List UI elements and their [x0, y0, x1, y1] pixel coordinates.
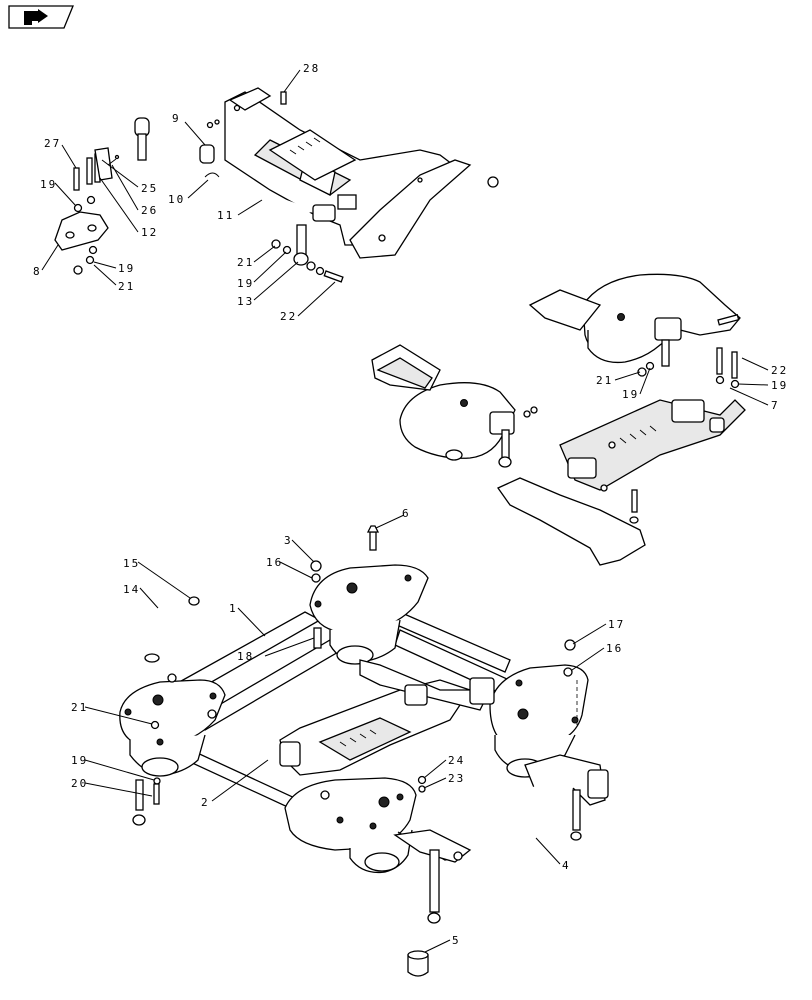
- callout-16: 16: [606, 642, 623, 655]
- callout-22: 22: [280, 310, 297, 323]
- callout-24: 24: [448, 754, 465, 767]
- callout-13: 13: [237, 295, 254, 308]
- callout-25: 25: [141, 182, 158, 195]
- callout-18: 18: [237, 650, 254, 663]
- callout-2: 2: [201, 796, 210, 809]
- lower-frame-assembly: [119, 525, 609, 977]
- callout-14: 14: [123, 583, 140, 596]
- callout-21: 21: [118, 280, 135, 293]
- callout-19: 19: [771, 379, 788, 392]
- callout-28: 28: [303, 62, 320, 75]
- callout-3: 3: [284, 534, 293, 547]
- back-navigation-icon[interactable]: [8, 5, 74, 29]
- callout-17: 17: [608, 618, 625, 631]
- callout-7: 7: [771, 399, 780, 412]
- callout-26: 26: [141, 204, 158, 217]
- callout-16: 16: [266, 556, 283, 569]
- callout-15: 15: [123, 557, 140, 570]
- callout-19: 19: [40, 178, 57, 191]
- callout-labels: 28 9 27 25 19 10 26 11 12 8 19 21 21 19 …: [33, 62, 788, 947]
- callout-21: 21: [71, 701, 88, 714]
- callout-9: 9: [172, 112, 181, 125]
- callout-22: 22: [771, 364, 788, 377]
- callout-27: 27: [44, 137, 61, 150]
- callout-leaders: [41, 69, 769, 953]
- callout-4: 4: [562, 859, 571, 872]
- callout-5: 5: [452, 934, 461, 947]
- callout-10: 10: [168, 193, 185, 206]
- callout-21: 21: [596, 374, 613, 387]
- callout-19: 19: [71, 754, 88, 767]
- middle-frame-assembly: [371, 273, 746, 566]
- callout-19: 19: [118, 262, 135, 275]
- callout-21: 21: [237, 256, 254, 269]
- callout-23: 23: [448, 772, 465, 785]
- callout-20: 20: [71, 777, 88, 790]
- upper-frame-assembly: [134, 87, 499, 266]
- callout-8: 8: [33, 265, 42, 278]
- mount-bracket-hardware: [54, 147, 120, 275]
- callout-12: 12: [141, 226, 158, 239]
- callout-6: 6: [402, 507, 411, 520]
- link-hardware: [271, 239, 344, 283]
- callout-19: 19: [622, 388, 639, 401]
- callout-1: 1: [229, 602, 238, 615]
- callout-11: 11: [217, 209, 234, 222]
- callout-19: 19: [237, 277, 254, 290]
